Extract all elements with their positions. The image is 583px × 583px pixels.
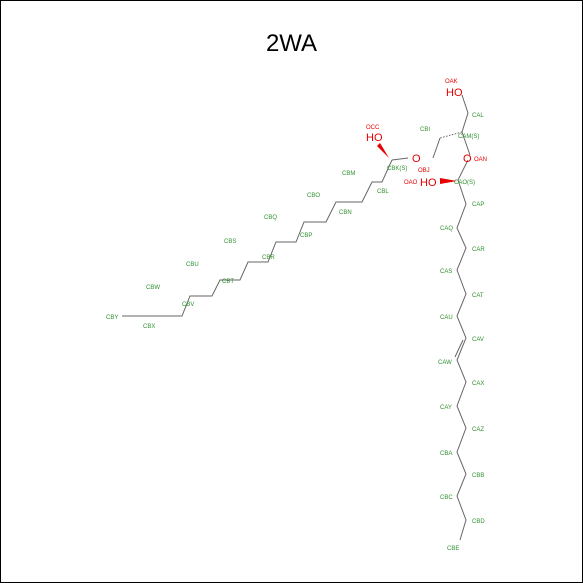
label-cav: CAV — [472, 337, 484, 343]
label-cas: CAS — [440, 269, 452, 275]
label-cbi: CBI — [420, 127, 430, 133]
bond-chain-left — [122, 159, 393, 317]
label-cbu: CBU — [186, 262, 199, 268]
label-cao: CAO(S) — [454, 180, 475, 186]
label-cbl: CBL — [377, 189, 389, 195]
molecule-title: 2WA — [265, 30, 318, 57]
wedge-bond-ho-mid — [440, 178, 457, 184]
bond-oak-cal-cam — [461, 94, 469, 133]
label-oan: OAN — [474, 157, 487, 163]
bond-o-cao — [457, 159, 469, 181]
label-cal: CAL — [472, 113, 484, 119]
label-cat: CAT — [472, 293, 484, 299]
atom-labels: CAL CBI CAM(S) CBK(S) CAO(S) CBM CBL CBO… — [106, 113, 485, 552]
label-ho-mid: HO — [420, 177, 437, 189]
wedge-bond-ho-left — [377, 143, 389, 158]
bond-o-cbk — [391, 157, 409, 161]
label-cbt: CBT — [222, 279, 234, 285]
label-car: CAR — [472, 247, 485, 253]
label-cbv: CBV — [182, 302, 194, 308]
label-caq: CAQ — [440, 226, 453, 232]
label-o-right: O — [463, 153, 472, 165]
bond-lines — [122, 94, 471, 541]
label-o-bridge: O — [412, 153, 421, 165]
label-cbk: CBK(S) — [387, 166, 407, 172]
label-cax: CAX — [472, 381, 484, 387]
label-cay: CAY — [440, 405, 452, 411]
label-obj: OBJ — [418, 168, 430, 174]
label-cau: CAU — [440, 315, 453, 321]
label-cbr: CBR — [262, 255, 275, 261]
bond-cam-cbi — [439, 131, 463, 139]
label-caz: CAZ — [472, 427, 484, 433]
label-oak: OAK — [445, 79, 458, 85]
bond-cbi-o — [432, 137, 441, 159]
bond-double-cav-caw — [454, 339, 464, 358]
bond-cam-o — [461, 131, 471, 156]
label-caw: CAW — [438, 360, 452, 366]
label-cbp: CBP — [300, 233, 312, 239]
label-cbe: CBE — [447, 546, 459, 552]
bond-chain-right — [456, 179, 467, 541]
label-ho-left: HO — [366, 132, 383, 144]
label-cbm: CBM — [342, 171, 355, 177]
label-cam: CAM(S) — [458, 134, 479, 140]
label-cby: CBY — [106, 315, 118, 321]
label-oao: OAO — [404, 180, 418, 186]
label-cap: CAP — [472, 202, 484, 208]
label-cbo: CBO — [307, 193, 320, 199]
label-cbb: CBB — [472, 473, 484, 479]
label-cbc: CBC — [440, 495, 453, 501]
label-occ: OCC — [366, 125, 380, 131]
label-cbn: CBN — [339, 210, 352, 216]
label-cba: CBA — [440, 451, 452, 457]
hetero-labels: OAK HO OCC HO O O OBJ OAN OAO HO — [366, 79, 487, 189]
label-cbw: CBW — [146, 285, 160, 291]
label-cbq: CBQ — [264, 215, 277, 221]
label-ho-top: HO — [446, 87, 463, 99]
label-cbd: CBD — [472, 519, 485, 525]
label-cbs: CBS — [224, 239, 236, 245]
label-cbx: CBX — [143, 324, 155, 330]
